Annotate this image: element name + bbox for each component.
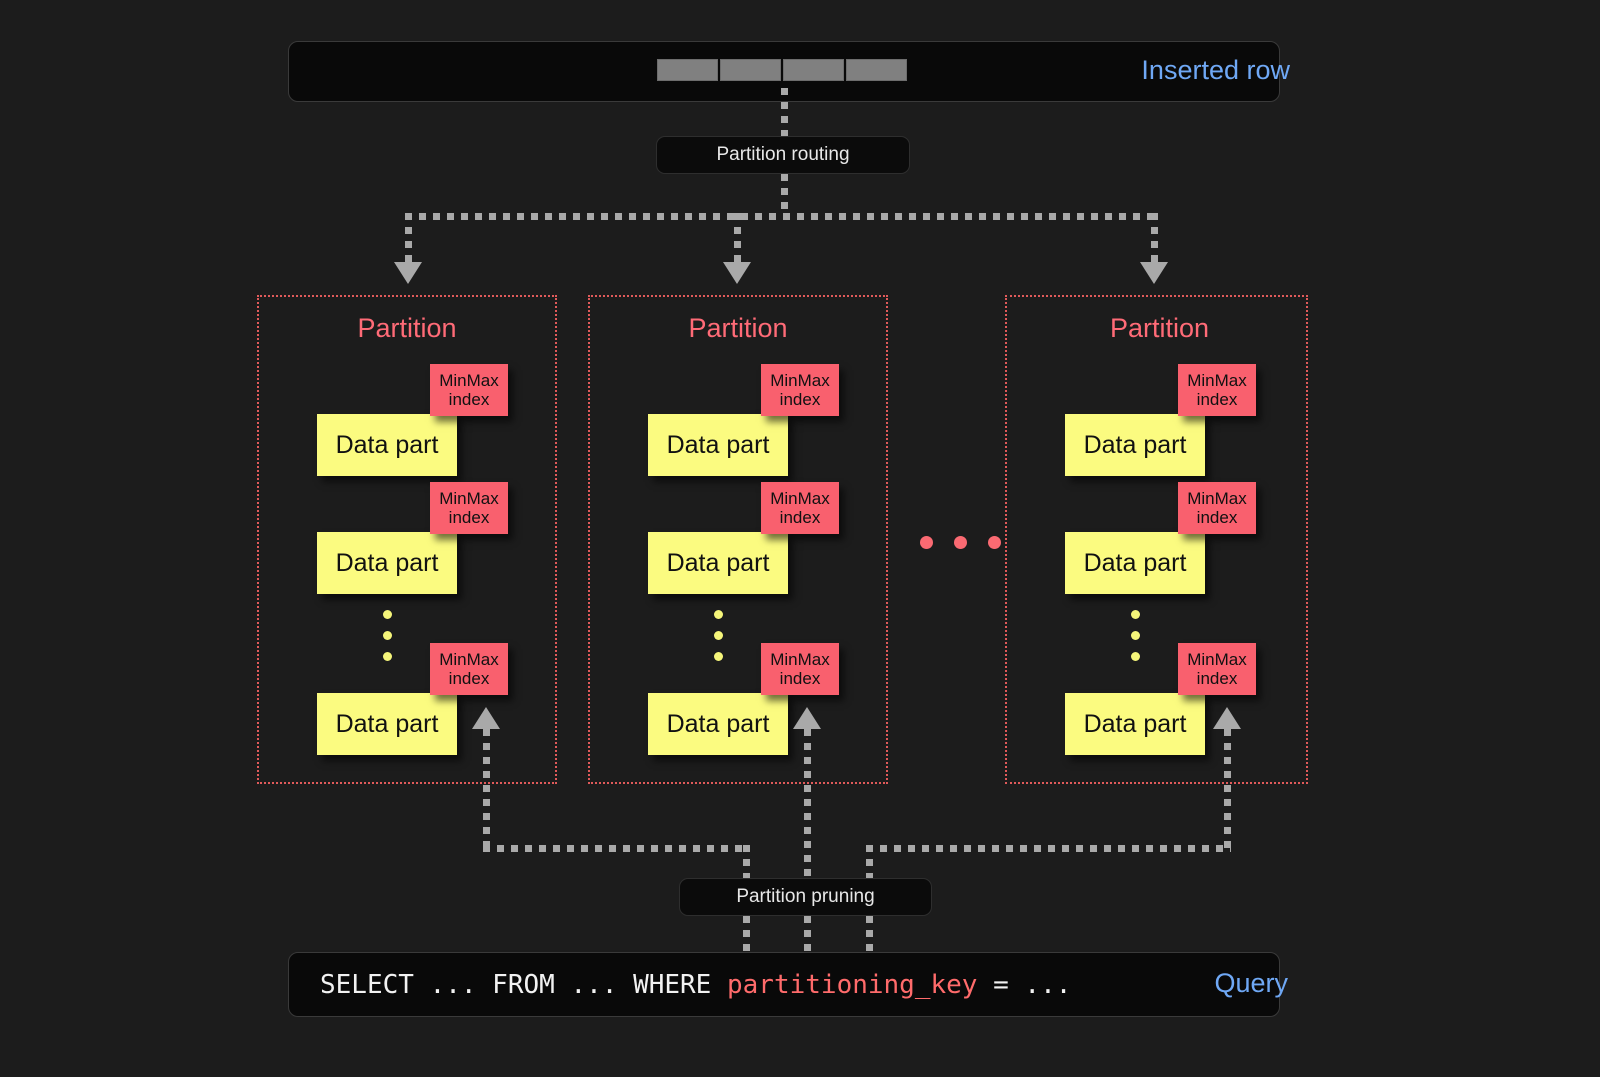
connector-pruning-to-query-right	[866, 916, 873, 954]
minmax-line-1: MinMax	[439, 370, 499, 390]
data-part: Data part	[317, 532, 457, 594]
connector-partition-2-down	[804, 729, 811, 878]
row-cell	[783, 59, 844, 81]
partition-box-1: Partition Data part MinMax index Data pa…	[257, 295, 557, 784]
data-part: Data part	[1065, 414, 1205, 476]
ellipsis-dot	[383, 631, 392, 640]
data-part: Data part	[1065, 693, 1205, 755]
parts-ellipsis	[1131, 610, 1140, 661]
partitions-ellipsis	[920, 536, 1001, 549]
ellipsis-dot	[714, 652, 723, 661]
connector-gather-right-down	[866, 845, 873, 880]
minmax-line-2: index	[1196, 508, 1238, 527]
inserted-row-label: Inserted row	[1141, 55, 1290, 85]
minmax-index-badge: MinMax index	[1178, 643, 1256, 695]
connector-bus-to-partition-3	[1151, 213, 1158, 265]
minmax-line-1: MinMax	[770, 370, 830, 390]
ellipsis-dot	[1131, 652, 1140, 661]
minmax-line-2: index	[448, 390, 490, 409]
minmax-index-badge: MinMax index	[1178, 482, 1256, 534]
partition-box-2: Partition Data part MinMax index Data pa…	[588, 295, 888, 784]
partition-pruning-box: Partition pruning	[679, 878, 932, 916]
minmax-line-1: MinMax	[1187, 370, 1247, 390]
minmax-index-badge: MinMax index	[761, 364, 839, 416]
connector-gather-left-down	[743, 845, 750, 880]
partition-title: Partition	[688, 313, 788, 343]
arrow-up-partition-3	[1213, 707, 1241, 729]
query-prefix: SELECT ... FROM ... WHERE	[320, 970, 727, 1000]
row-cell	[720, 59, 781, 81]
minmax-line-1: MinMax	[1187, 488, 1247, 508]
query-suffix: = ...	[977, 970, 1072, 1000]
pruning-gather-line-left	[483, 845, 749, 852]
ellipsis-dot	[383, 610, 392, 619]
ellipsis-dot	[920, 536, 933, 549]
partition-routing-box: Partition routing	[656, 136, 910, 174]
ellipsis-dot	[714, 610, 723, 619]
minmax-index-badge: MinMax index	[430, 643, 508, 695]
minmax-line-1: MinMax	[439, 488, 499, 508]
ellipsis-dot	[988, 536, 1001, 549]
ellipsis-dot	[1131, 631, 1140, 640]
minmax-line-1: MinMax	[439, 649, 499, 669]
query-bar	[288, 952, 1280, 1017]
query-sql-text: SELECT ... FROM ... WHERE partitioning_k…	[320, 970, 1071, 1000]
minmax-index-badge: MinMax index	[1178, 364, 1256, 416]
parts-ellipsis	[714, 610, 723, 661]
data-part: Data part	[317, 693, 457, 755]
connector-routing-to-bus	[781, 174, 788, 216]
arrow-into-partition-2	[723, 262, 751, 284]
ellipsis-dot	[1131, 610, 1140, 619]
data-part: Data part	[648, 532, 788, 594]
minmax-index-badge: MinMax index	[430, 482, 508, 534]
ellipsis-dot	[383, 652, 392, 661]
query-keyword: partitioning_key	[727, 970, 978, 1000]
partition-box-3: Partition Data part MinMax index Data pa…	[1005, 295, 1308, 784]
row-cell	[846, 59, 907, 81]
arrow-up-partition-2	[793, 707, 821, 729]
parts-ellipsis	[383, 610, 392, 661]
connector-pruning-to-query-left	[743, 916, 750, 954]
minmax-line-1: MinMax	[770, 488, 830, 508]
partition-title: Partition	[357, 313, 457, 343]
data-part: Data part	[317, 414, 457, 476]
partition-title: Partition	[1110, 313, 1210, 343]
minmax-line-2: index	[779, 508, 821, 527]
inserted-row-cells	[657, 59, 907, 81]
ellipsis-dot	[954, 536, 967, 549]
data-part: Data part	[648, 414, 788, 476]
minmax-line-2: index	[779, 669, 821, 688]
arrow-up-partition-1	[472, 707, 500, 729]
data-part: Data part	[648, 693, 788, 755]
connector-bus-to-partition-2	[734, 213, 741, 265]
ellipsis-dot	[714, 631, 723, 640]
query-label: Query	[1214, 968, 1288, 998]
data-part: Data part	[1065, 532, 1205, 594]
connector-pruning-to-query-center	[804, 916, 811, 954]
minmax-line-1: MinMax	[1187, 649, 1247, 669]
minmax-line-2: index	[448, 669, 490, 688]
minmax-line-1: MinMax	[770, 649, 830, 669]
connector-partition-1-down	[483, 729, 490, 849]
routing-bus-line	[405, 213, 1158, 220]
minmax-line-2: index	[1196, 390, 1238, 409]
pruning-gather-line-right	[866, 845, 1231, 852]
connector-partition-3-down	[1224, 729, 1231, 849]
minmax-index-badge: MinMax index	[430, 364, 508, 416]
connector-row-to-routing	[781, 88, 788, 138]
row-cell	[657, 59, 718, 81]
connector-bus-to-partition-1	[405, 213, 412, 265]
arrow-into-partition-1	[394, 262, 422, 284]
minmax-line-2: index	[448, 508, 490, 527]
minmax-line-2: index	[779, 390, 821, 409]
minmax-line-2: index	[1196, 669, 1238, 688]
minmax-index-badge: MinMax index	[761, 643, 839, 695]
minmax-index-badge: MinMax index	[761, 482, 839, 534]
arrow-into-partition-3	[1140, 262, 1168, 284]
